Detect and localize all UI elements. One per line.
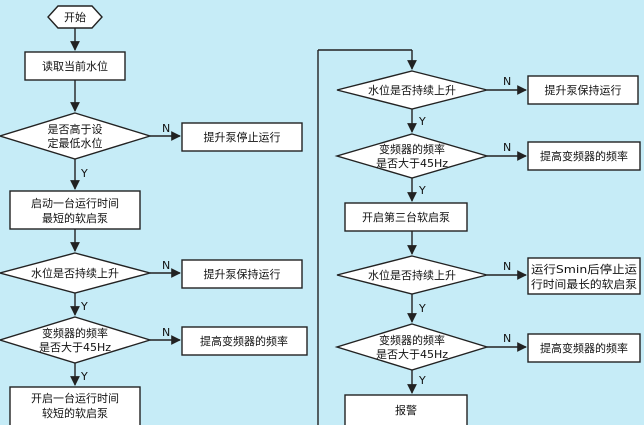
yes-label: Y (418, 302, 426, 315)
freq-label-1b: 是否大于45Hz (39, 340, 111, 354)
no-label: N (503, 75, 511, 88)
raise-freq-box-3 (527, 333, 641, 363)
yes-label: Y (80, 300, 88, 313)
rise-label-2: 水位是否持续上升 (368, 83, 456, 97)
no-label: N (162, 122, 170, 135)
keep-pump-label-1: 提升泵保持运行 (204, 267, 281, 281)
raise-freq-box-1 (181, 326, 308, 356)
freq-label-3a: 变频器的频率 (379, 333, 445, 347)
rise-label-1: 水位是否持续上升 (31, 266, 119, 280)
no-label: N (162, 259, 170, 272)
freq-decision-1 (0, 316, 153, 364)
freq-decision-3 (334, 323, 490, 371)
start-third-label: 开启第三台软启泵 (362, 210, 450, 224)
start-label: 开始 (64, 10, 86, 24)
stop-longest-label-2: 行时间最长的软启泵 (531, 277, 637, 291)
yes-label: Y (418, 115, 426, 128)
start-two-pump-box (9, 386, 141, 425)
start-one-label-1: 启动一台运行时间 (31, 196, 119, 210)
freq-label-3b: 是否大于45Hz (376, 347, 448, 361)
start-terminal (47, 5, 103, 29)
above-min-label-1: 是否高于设 (48, 122, 103, 136)
no-label: N (503, 260, 511, 273)
no-label: N (503, 141, 511, 154)
keep-pump-box-1 (181, 259, 303, 289)
read-level-box (24, 51, 126, 81)
start-one-label-2: 最短的软启泵 (42, 211, 108, 225)
yes-label: Y (80, 167, 88, 180)
raise-freq-box-2 (527, 141, 641, 171)
yes-label: Y (80, 370, 88, 383)
stop-pump-label: 提升泵停止运行 (204, 130, 281, 144)
freq-label-2a: 变频器的频率 (379, 142, 445, 156)
alarm-label: 报警 (395, 403, 417, 417)
freq-label-1a: 变频器的频率 (42, 326, 108, 340)
start-two-label-1: 开启一台运行时间 (31, 391, 119, 405)
yes-label: Y (418, 374, 426, 387)
start-third-pump-box (344, 202, 468, 232)
above-min-decision (0, 112, 153, 160)
stop-longest-label-1: 运行Smin后停止运 (531, 262, 637, 276)
freq-decision-2 (334, 133, 490, 179)
stop-longest-pump-box (527, 257, 641, 295)
start-two-label-2: 较短的软启泵 (42, 406, 108, 420)
raise-freq-label-1: 提高变频器的频率 (200, 334, 288, 348)
no-label: N (503, 332, 511, 345)
raise-freq-label-2: 提高变频器的频率 (540, 149, 628, 163)
rise-label-3: 水位是否持续上升 (368, 268, 456, 282)
above-min-label-2: 定最低水位 (48, 136, 103, 150)
alarm-box (344, 394, 468, 425)
yes-label: Y (418, 184, 426, 197)
start-one-pump-box (9, 190, 141, 230)
raise-freq-label-3: 提高变频器的频率 (540, 341, 628, 355)
keep-pump-label-2: 提升泵保持运行 (545, 83, 622, 97)
freq-label-2b: 是否大于45Hz (376, 156, 448, 170)
stop-pump-box (181, 122, 303, 152)
read-level-label: 读取当前水位 (42, 59, 108, 73)
no-label: N (162, 326, 170, 339)
keep-pump-box-2 (527, 75, 639, 105)
